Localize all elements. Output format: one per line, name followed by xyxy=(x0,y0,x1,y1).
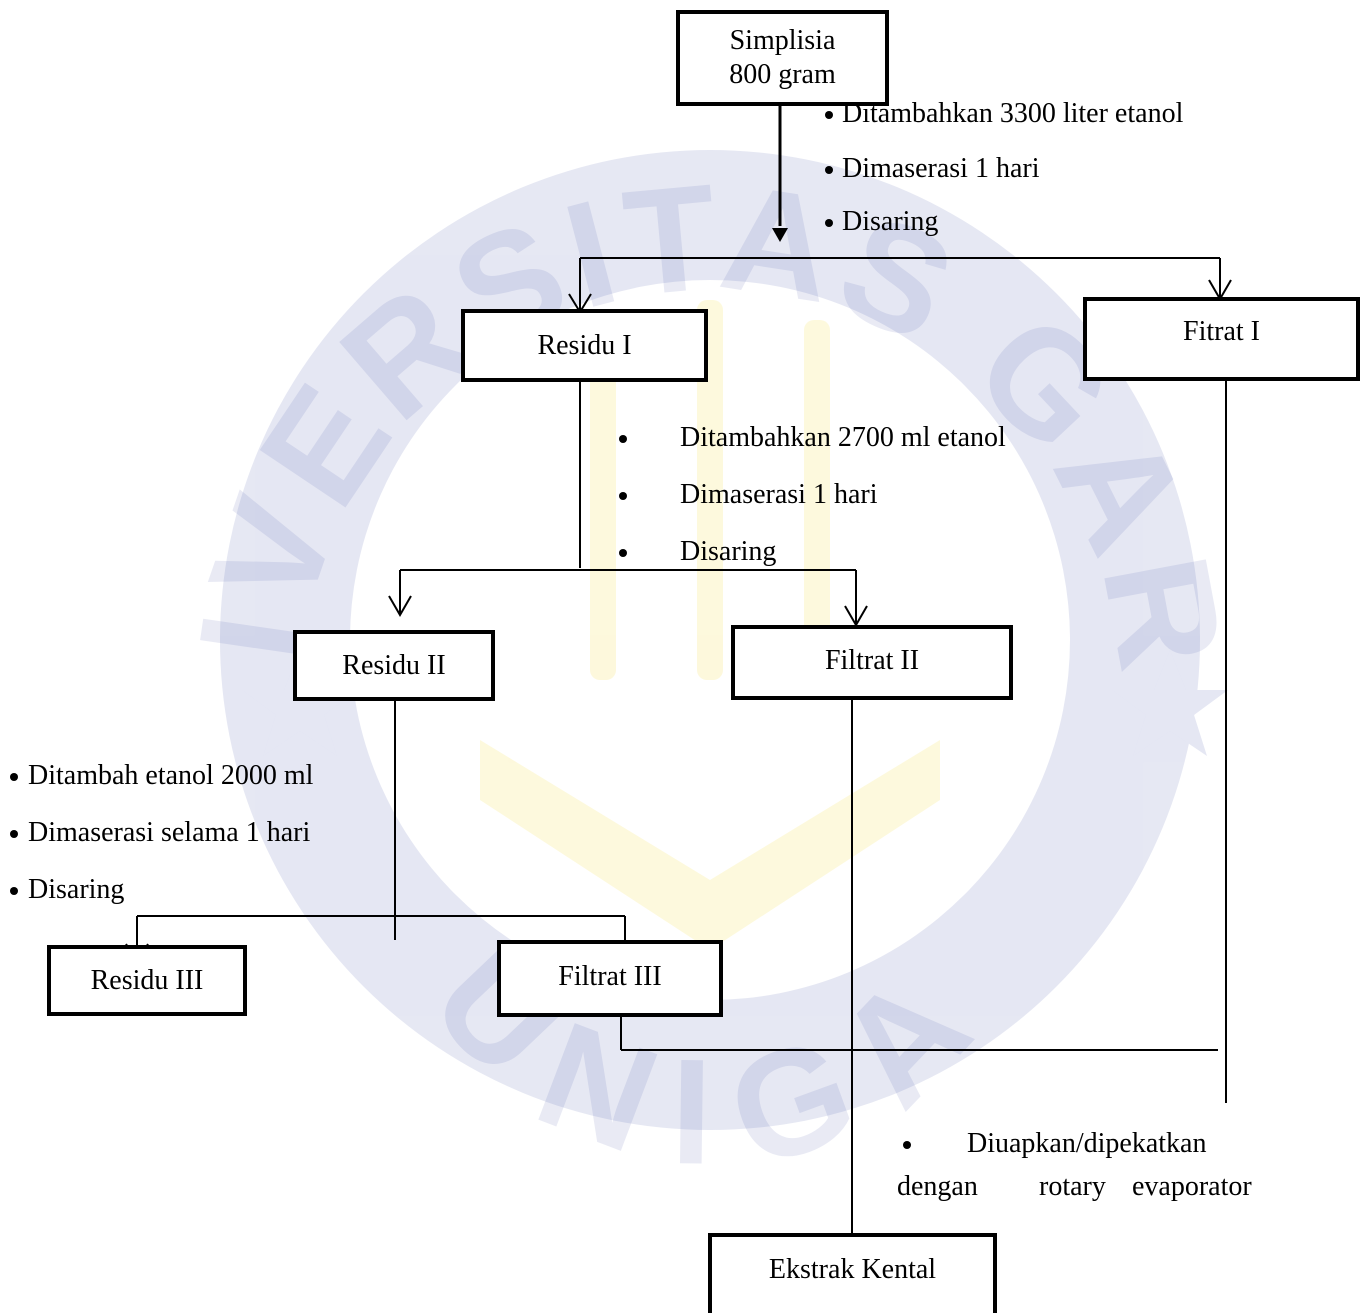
step2-add-ethanol: Ditambahkan 2700 ml etanol xyxy=(680,422,1006,453)
final-step-word-1: dengan xyxy=(897,1171,978,1202)
step2-maceration: Dimaserasi 1 hari xyxy=(680,479,878,510)
star-right-icon xyxy=(1112,650,1228,756)
filtrat-2-box: Filtrat II xyxy=(731,625,1013,700)
filtrat-3-label: Filtrat III xyxy=(558,961,662,992)
step3-filter: Disaring xyxy=(28,874,125,905)
bullet-icon xyxy=(619,549,627,557)
simplisia-box: Simplisia 800 gram xyxy=(676,10,889,106)
residu-3-box: Residu III xyxy=(47,945,247,1016)
final-step-word-3: evaporator xyxy=(1132,1171,1252,1202)
step3-maceration: Dimaserasi selama 1 hari xyxy=(28,817,311,848)
fitrat-1-box: Fitrat I xyxy=(1083,297,1360,381)
filtrat-2-label: Filtrat II xyxy=(824,645,920,676)
residu-1-box: Residu I xyxy=(461,309,708,382)
bullet-icon xyxy=(903,1141,911,1149)
simplisia-weight: 800 gram xyxy=(729,59,836,90)
step1-add-ethanol: Ditambahkan 3300 liter etanol xyxy=(842,98,1184,129)
final-step-word-2: rotary xyxy=(1039,1171,1106,1202)
filtrat-3-box: Filtrat III xyxy=(497,940,723,1017)
bullet-icon xyxy=(10,887,18,895)
step1-maceration: Dimaserasi 1 hari xyxy=(842,153,1040,184)
simplisia-label: Simplisia xyxy=(729,25,836,56)
residu-3-label: Residu III xyxy=(90,964,204,996)
bullet-icon xyxy=(825,219,833,227)
residu-2-label: Residu II xyxy=(342,649,446,681)
ekstrak-label: Ekstrak Kental xyxy=(768,1254,937,1285)
final-step-evaporate: Diuapkan/dipekatkan xyxy=(967,1128,1207,1159)
fitrat-1-label: Fitrat I xyxy=(1183,316,1260,347)
ekstrak-box: Ekstrak Kental xyxy=(708,1233,997,1313)
step2-filter: Disaring xyxy=(680,536,777,567)
arrow-down-icon xyxy=(772,228,788,242)
residu-2-box: Residu II xyxy=(293,630,495,701)
bullet-icon xyxy=(825,111,833,119)
step1-filter: Disaring xyxy=(842,206,939,237)
bullet-icon xyxy=(10,830,18,838)
residu-1-label: Residu I xyxy=(537,329,632,361)
bullet-icon xyxy=(619,492,627,500)
bullet-icon xyxy=(619,435,627,443)
bullet-icon xyxy=(825,166,833,174)
step3-add-ethanol: Ditambah etanol 2000 ml xyxy=(28,760,314,791)
star-left-icon xyxy=(242,650,358,756)
bullet-icon xyxy=(10,773,18,781)
